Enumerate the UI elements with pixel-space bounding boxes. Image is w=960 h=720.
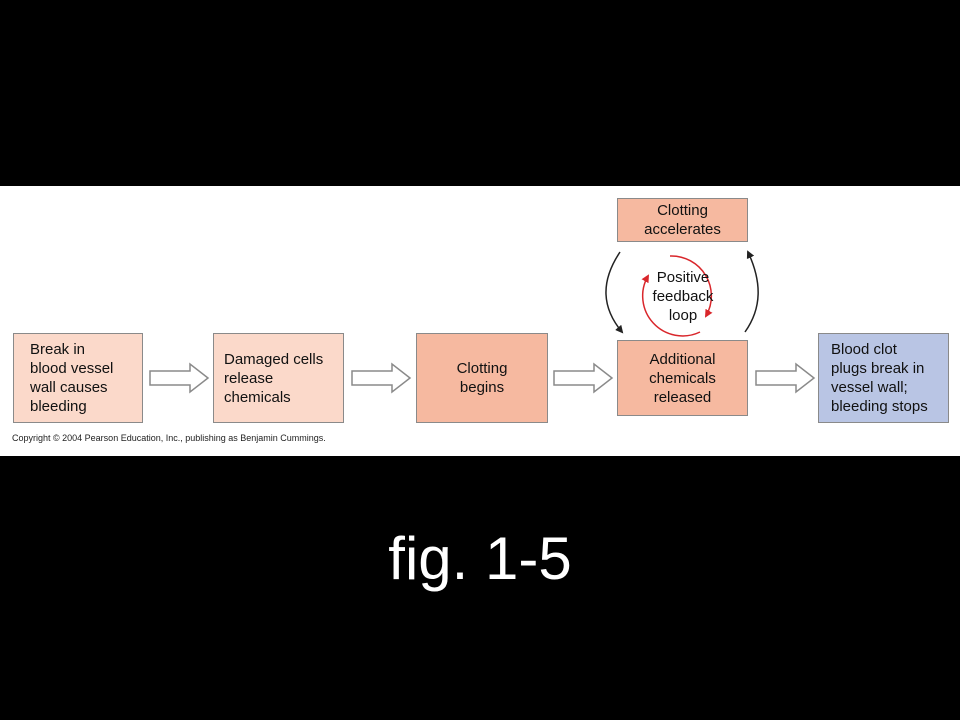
flow-arrow-4 [755,362,816,394]
loop-arc-left [641,274,701,337]
loop-arc-right [669,255,713,318]
step-result-label: Blood clot plugs break in vessel wall; b… [831,341,928,415]
step-clotting-begins-label: Clotting begins [456,360,508,396]
positive-feedback-loop-label: Positive feedback loop [652,269,714,324]
curve-arrow-up [744,250,759,333]
slide-caption: fig. 1-5 [388,525,572,592]
step-additional-label: Additional chemicals released [649,350,716,406]
curve-arrow-down [605,251,624,334]
clotting-accelerates-box: Clotting accelerates [617,198,748,242]
step-additional: Additional chemicals released [617,340,748,416]
clotting-accelerates-label: Clotting accelerates [644,202,721,238]
flow-arrow-2 [351,362,412,394]
flow-arrow-1 [149,362,210,394]
copyright-notice: Copyright © 2004 Pearson Education, Inc.… [12,433,326,443]
step-clotting-begins: Clotting begins [416,333,548,423]
step-result: Blood clot plugs break in vessel wall; b… [818,333,949,423]
step-damaged: Damaged cells release chemicals [213,333,344,423]
step-damaged-label: Damaged cells release chemicals [224,350,324,406]
step-break-label: Break in blood vessel wall causes bleedi… [30,341,114,415]
step-break: Break in blood vessel wall causes bleedi… [13,333,143,423]
flow-arrow-3 [553,362,614,394]
